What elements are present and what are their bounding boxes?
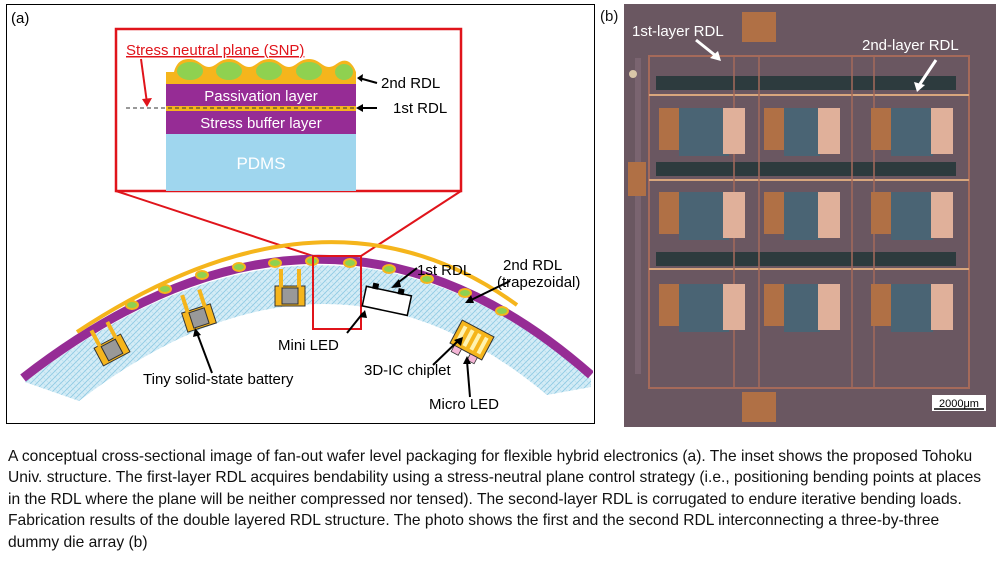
alignment-mark <box>629 70 637 78</box>
callout-arrow-heads <box>193 279 474 364</box>
figure-panel-b-photo: 1st-layer RDL 2nd-layer RDL 2000μm <box>624 4 996 427</box>
battery-chip-1 <box>89 320 131 367</box>
top-pad <box>742 12 776 42</box>
inset-rdl1-arrow-head <box>356 104 363 112</box>
panel-a-label: (a) <box>11 10 29 27</box>
panel-b-photo: 1st-layer RDL 2nd-layer RDL 2000μm <box>624 4 996 427</box>
scale-bar-box <box>932 395 986 411</box>
rdl2-bumps <box>177 62 353 80</box>
panel-b-label: (b) <box>600 8 619 25</box>
label-2nd-layer-rdl: 2nd-layer RDL <box>862 37 959 54</box>
scale-bar-label: 2000μm <box>939 398 979 410</box>
inset-rdl1-label: 1st RDL <box>393 100 447 117</box>
arc-bumps <box>125 256 509 316</box>
label-1st-layer-rdl: 1st-layer RDL <box>632 23 724 40</box>
horizontal-rdl-lines <box>649 94 969 270</box>
callout-mini-led: Mini LED <box>278 337 339 354</box>
snp-arrow <box>140 58 148 104</box>
stress-buffer-layer <box>166 111 356 134</box>
dark-bands <box>656 76 956 266</box>
pdms-label: PDMS <box>236 154 285 173</box>
battery-chip-3 <box>274 269 306 307</box>
rdl2-arc <box>75 240 519 334</box>
mini-led-chip <box>361 282 413 317</box>
callout-rdl1: 1st RDL <box>417 262 471 279</box>
callout-micro-led: Micro LED <box>429 396 499 413</box>
left-edge-line <box>635 58 641 374</box>
inset-source-box <box>312 255 362 330</box>
snp-title: Stress neutral plane (SNP) <box>126 42 304 59</box>
callout-rdl2-line2: (trapezoidal) <box>497 274 580 291</box>
die-array <box>659 108 953 332</box>
figure-caption: A conceptual cross-sectional image of fa… <box>8 448 982 551</box>
bottom-pad <box>742 392 776 422</box>
pdms-layer <box>166 134 356 191</box>
snp-arrow-head <box>142 98 152 107</box>
passivation-label: Passivation layer <box>204 88 317 105</box>
figure-panel-a: (a) PDMS Stress buffer layer Passivation… <box>6 4 595 424</box>
flexible-substrate-pdms <box>25 265 591 401</box>
outer-rdl-frame <box>648 55 970 389</box>
callout-chiplet: 3D-IC chiplet <box>364 362 452 379</box>
stress-buffer-label: Stress buffer layer <box>200 115 321 132</box>
left-pad <box>628 162 646 196</box>
passivation-layer <box>166 84 356 106</box>
chiplet-stack <box>449 319 495 365</box>
inset-rdl2-arrow-head <box>357 74 363 82</box>
callout-battery: Tiny solid-state battery <box>143 371 294 388</box>
battery-chip-2 <box>180 288 217 333</box>
inset-rdl2-label: 2nd RDL <box>381 75 440 92</box>
photo-arrows <box>695 38 938 85</box>
panel-a-drawing: (a) PDMS Stress buffer layer Passivation… <box>11 10 594 413</box>
callout-rdl2-line1: 2nd RDL <box>503 257 562 274</box>
photo-arrow-heads <box>710 51 925 92</box>
